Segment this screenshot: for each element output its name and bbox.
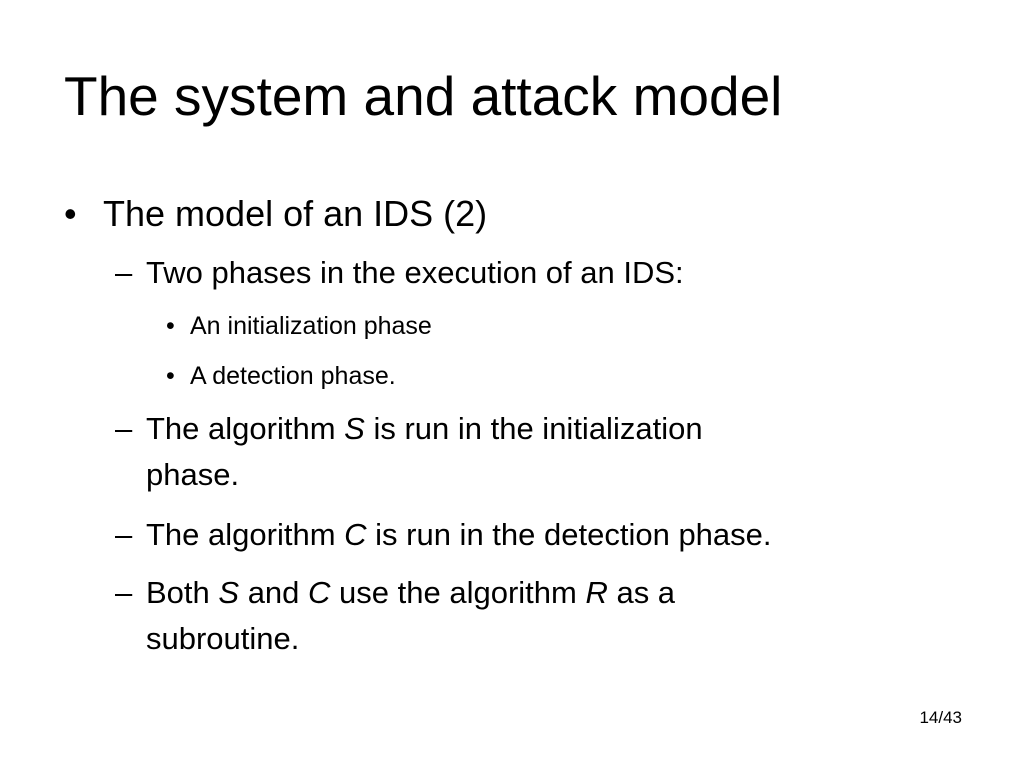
text-run: use the algorithm: [330, 575, 586, 610]
dash-marker: –: [115, 255, 133, 290]
text-run: as a: [607, 575, 676, 610]
text-run: The algorithm: [146, 411, 345, 446]
subsubbullet-detection: • A detection phase.: [0, 359, 1024, 393]
bullet-marker: •: [64, 193, 77, 234]
bullet-level1: • The model of an IDS (2): [0, 192, 1024, 236]
bullet-text: The model of an IDS (2): [103, 193, 488, 234]
subbullet-both: – Both S and C use the algorithm R as a …: [0, 570, 1024, 662]
variable-c: C: [344, 517, 367, 552]
subsubbullet-text: A detection phase.: [190, 362, 396, 390]
subsubbullet-text: An initialization phase: [190, 312, 432, 340]
slide-title: The system and attack model: [64, 65, 783, 127]
text-run: and: [239, 575, 309, 610]
subbullet-algorithm-s: – The algorithm S is run in the initiali…: [0, 406, 1024, 498]
subbullet-line2: phase.: [146, 457, 240, 492]
bullet-marker: •: [166, 362, 175, 390]
dash-marker: –: [115, 411, 133, 446]
dash-marker: –: [115, 575, 133, 610]
subsubbullet-init: • An initialization phase: [0, 309, 1024, 343]
variable-s: S: [344, 411, 365, 446]
subbullet-text: Two phases in the execution of an IDS:: [146, 255, 684, 290]
subbullet-line1: The algorithm S is run in the initializa…: [146, 406, 703, 452]
subbullet-line2: subroutine.: [146, 621, 300, 656]
text-run: The algorithm: [146, 517, 345, 552]
variable-c: C: [308, 575, 331, 610]
bullet-marker: •: [166, 312, 175, 340]
subbullet-algorithm-c: – The algorithm C is run in the detectio…: [0, 512, 1024, 558]
subbullet-line1: Both S and C use the algorithm R as a: [146, 570, 675, 616]
text-run: Both: [146, 575, 219, 610]
dash-marker: –: [115, 517, 133, 552]
text-run: is run in the initialization: [364, 411, 703, 446]
variable-r: R: [585, 575, 608, 610]
variable-s: S: [218, 575, 240, 610]
subbullet-text: The algorithm C is run in the detection …: [146, 512, 772, 558]
text-run: is run in the detection phase.: [366, 517, 772, 552]
page-number: 14/43: [919, 708, 962, 727]
subbullet-phases: – Two phases in the execution of an IDS:: [0, 250, 1024, 296]
